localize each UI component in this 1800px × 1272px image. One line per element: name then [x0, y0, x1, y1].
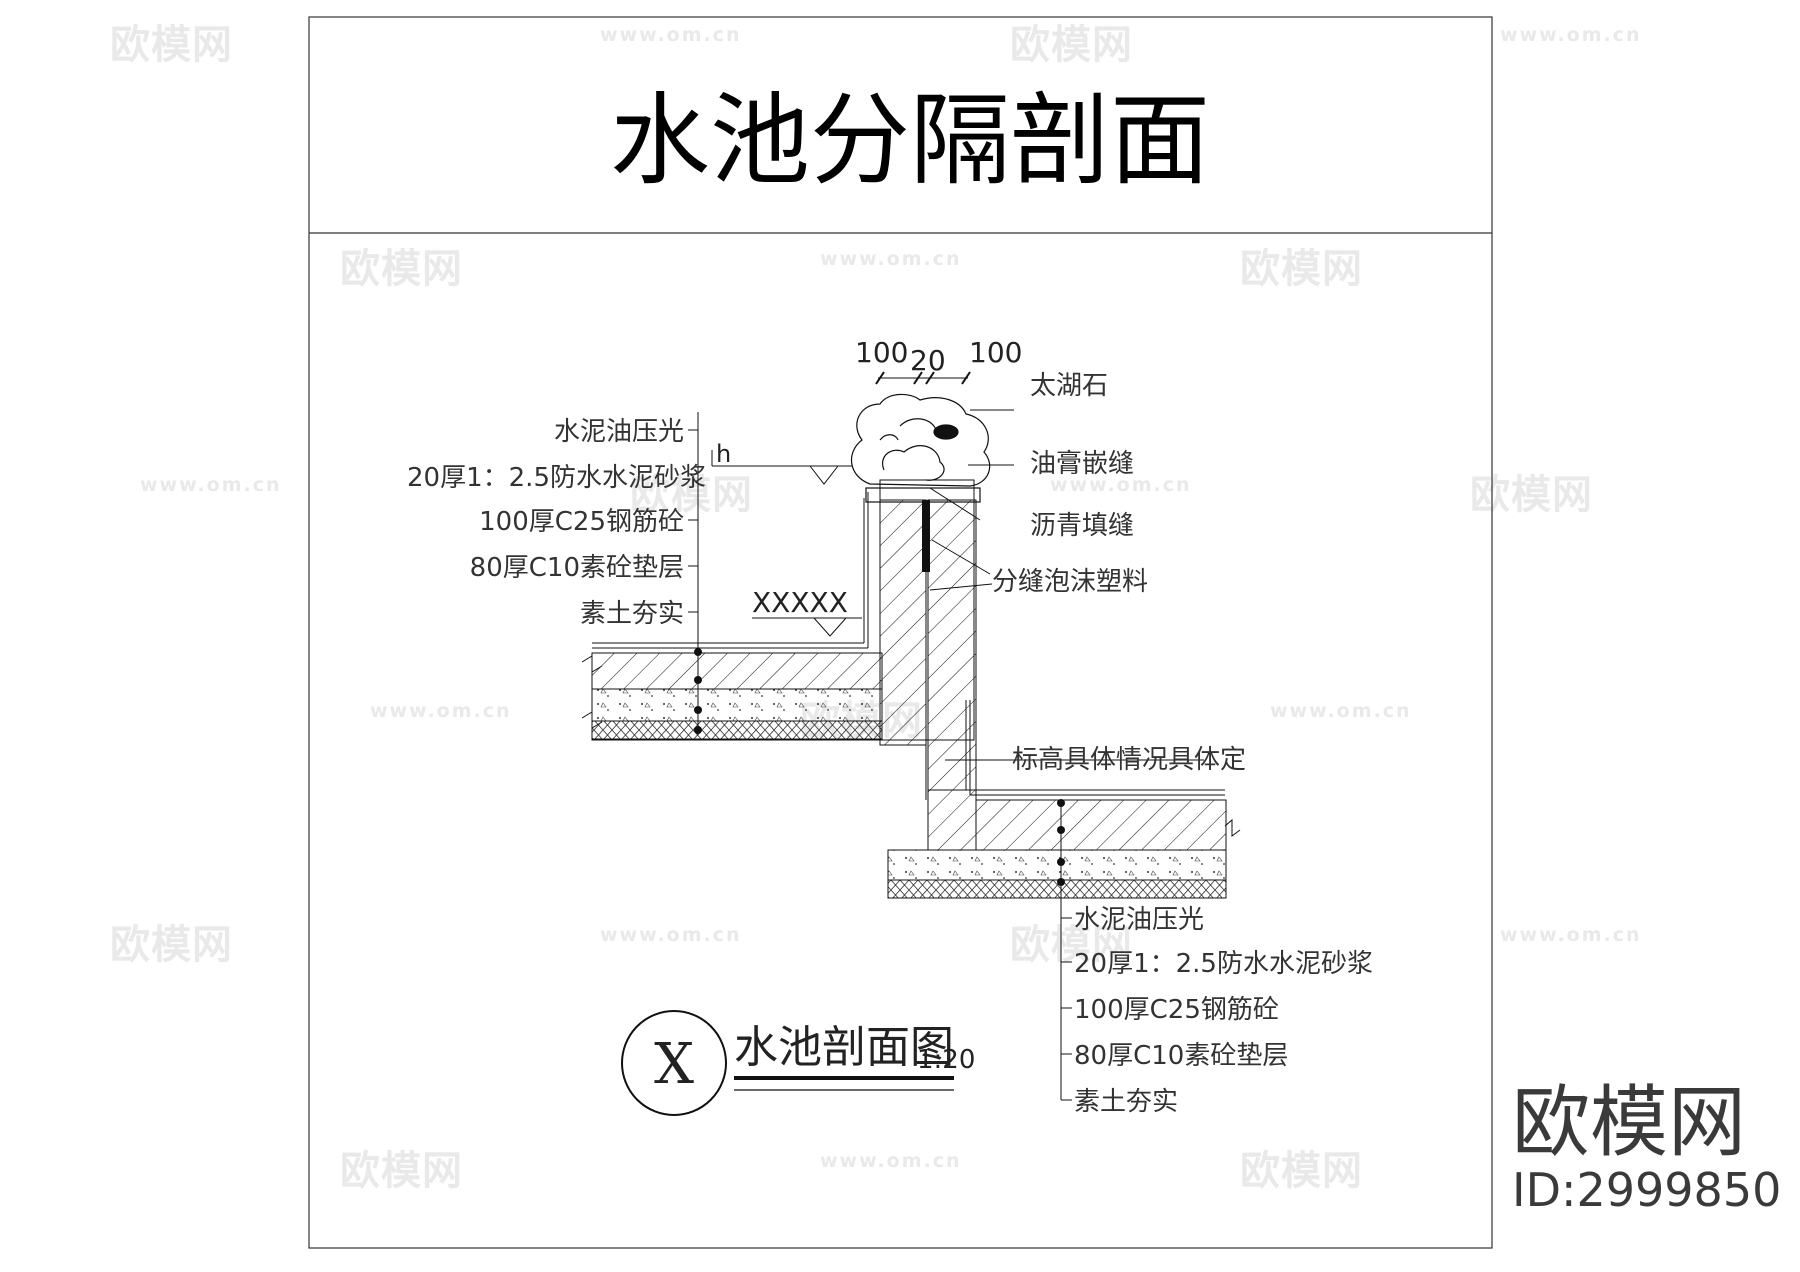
elevation-note: 标高具体情况具体定 — [945, 745, 1246, 775]
watermark-logo: 欧模网 — [340, 246, 463, 292]
section-symbol: X 水池剖面图 1:20 — [621, 1010, 975, 1116]
dimension-text: 100 — [969, 336, 1022, 369]
section-scale: 1:20 — [917, 1045, 975, 1075]
watermark-url: www.om.cn — [370, 700, 512, 722]
layer-label: 素土夯实 — [1074, 1087, 1178, 1117]
layer-label: 20厚1：2.5防水水泥砂浆 — [407, 463, 706, 493]
brand-logo: 欧模网 — [1512, 1078, 1747, 1168]
watermark-logo: 欧模网 — [1470, 472, 1593, 518]
drawing-frame — [308, 16, 1493, 1249]
dimension-text: 100 — [855, 336, 908, 369]
watermark-logo: 欧模网 — [110, 22, 233, 68]
lower-layer-callout: 水泥油压光 20厚1：2.5防水水泥砂浆 100厚C25钢筋砼 80厚C10素砼… — [1057, 799, 1373, 1117]
taihu-stone — [850, 393, 991, 487]
layer-label: 100厚C25钢筋砼 — [479, 507, 684, 537]
asphalt-joint — [922, 500, 930, 572]
callout-label: 分缝泡沫塑料 — [992, 567, 1148, 597]
layer-label: 80厚C10素砼垫层 — [470, 553, 684, 583]
layer-label: 水泥油压光 — [1074, 905, 1204, 935]
watermark-url: www.om.cn — [1050, 474, 1192, 496]
watermark-logo: 欧模网 — [1010, 922, 1133, 968]
callout-label: 油膏嵌缝 — [1030, 449, 1134, 479]
watermark-logo: 欧模网 — [110, 922, 233, 968]
watermark-url: www.om.cn — [1270, 700, 1412, 722]
dimension-line: 100 20 100 — [855, 336, 1022, 385]
upper-layer-callout: 水泥油压光 20厚1：2.5防水水泥砂浆 100厚C25钢筋砼 80厚C10素砼… — [407, 412, 706, 735]
callout-label: 太湖石 — [1030, 371, 1108, 401]
watermark-logo: 欧模网 — [1240, 246, 1363, 292]
brand-id: ID:2999850 — [1512, 1163, 1782, 1217]
watermark-logo: 欧模网 — [340, 1148, 463, 1194]
upper-slab — [591, 479, 981, 800]
watermark-url: www.om.cn — [600, 24, 742, 46]
dimension-text: 20 — [910, 344, 946, 377]
lower-slab — [887, 700, 1241, 899]
watermark-url: www.om.cn — [600, 924, 742, 946]
watermark-url: www.om.cn — [1500, 924, 1642, 946]
svg-text:h: h — [716, 440, 731, 468]
layer-label: 100厚C25钢筋砼 — [1074, 995, 1279, 1025]
svg-text:XXXXX: XXXXX — [752, 586, 848, 619]
drawing-title: 水池分隔剖面 — [610, 82, 1210, 199]
layer-label: 水泥油压光 — [554, 417, 684, 447]
watermark-url: www.om.cn — [820, 1150, 962, 1172]
watermark-logo: 欧模网 — [1240, 1148, 1363, 1194]
layer-label: 20厚1：2.5防水水泥砂浆 — [1074, 949, 1373, 979]
right-callouts: 太湖石 油膏嵌缝 沥青填缝 分缝泡沫塑料 — [929, 371, 1148, 597]
svg-text:标高具体情况具体定: 标高具体情况具体定 — [1012, 745, 1246, 775]
watermark-url: www.om.cn — [140, 474, 282, 496]
watermark-logo: 欧模网 — [630, 472, 753, 518]
brand-block: 欧模网 ID:2999850 — [1512, 1082, 1781, 1216]
watermark-url: www.om.cn — [820, 248, 962, 270]
callout-label: 沥青填缝 — [1030, 511, 1134, 541]
level-mark: XXXXX — [752, 586, 862, 637]
layer-label: 80厚C10素砼垫层 — [1074, 1041, 1288, 1071]
watermark-url: www.om.cn — [1500, 24, 1642, 46]
watermark-logo: 欧模网 — [1010, 22, 1133, 68]
svg-text:X: X — [654, 1032, 694, 1097]
water-level-mark: h — [711, 440, 852, 485]
layer-label: 素土夯实 — [580, 599, 684, 629]
section-title: 水池剖面图 — [734, 1022, 954, 1073]
